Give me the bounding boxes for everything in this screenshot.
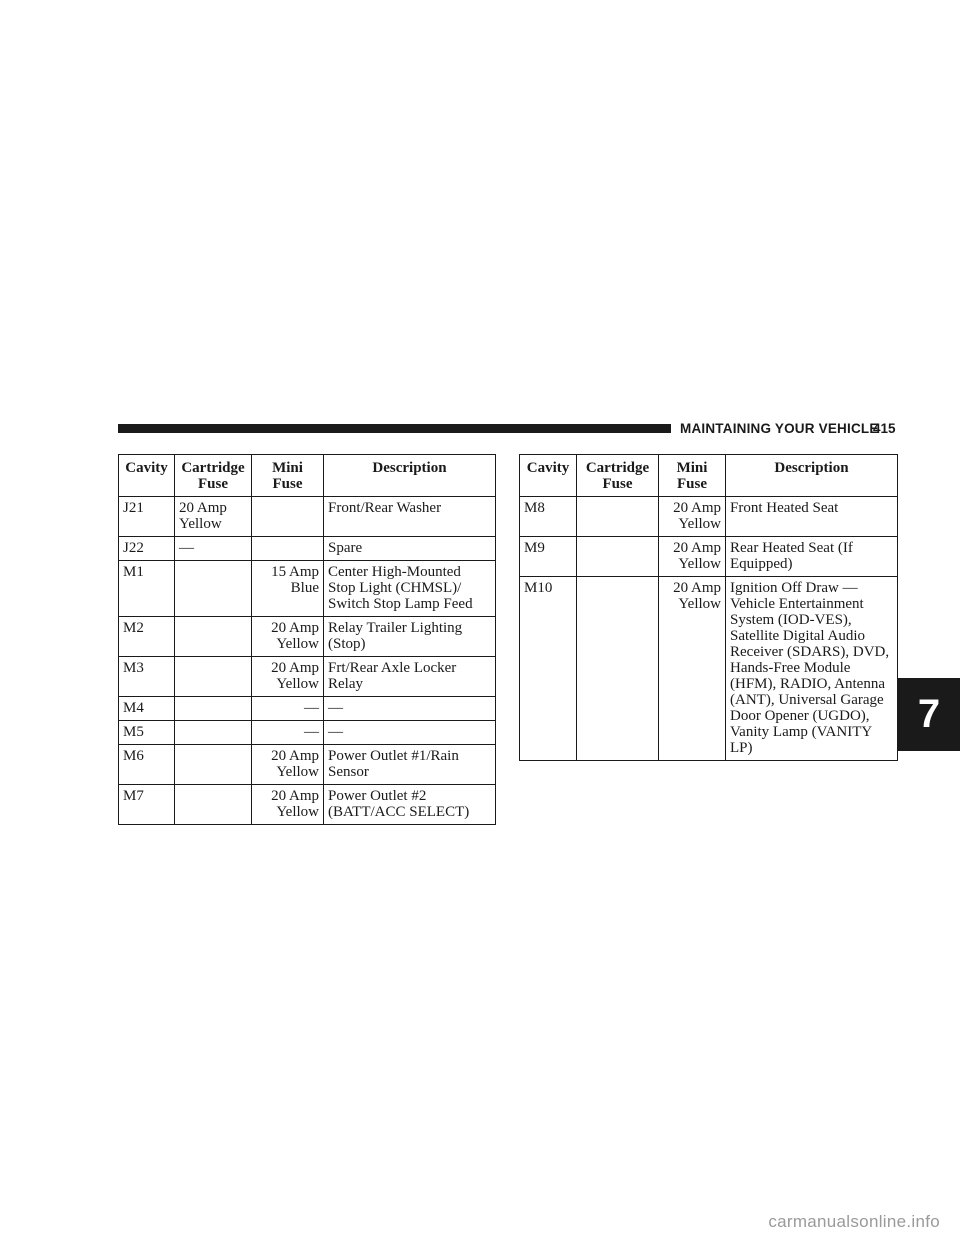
section-title: MAINTAINING YOUR VEHICLE bbox=[680, 421, 879, 436]
cell-cartridge-fuse bbox=[576, 576, 659, 761]
column-header-cartridge-fuse: Cartridge Fuse bbox=[174, 454, 252, 497]
page-number: 415 bbox=[873, 421, 896, 436]
cell-cartridge-fuse: 20 Amp Yellow bbox=[174, 496, 252, 537]
cell-cavity: J21 bbox=[118, 496, 175, 537]
cell-description: Front Heated Seat bbox=[725, 496, 898, 537]
cell-description: Relay Trailer Lighting (Stop) bbox=[323, 616, 496, 657]
table-header-row: Cavity Cartridge Fuse Mini Fuse Descript… bbox=[118, 454, 496, 497]
cell-cavity: M6 bbox=[118, 744, 175, 785]
cell-cartridge-fuse bbox=[174, 656, 252, 697]
cell-mini-fuse: — bbox=[251, 720, 324, 745]
cell-cavity: M9 bbox=[519, 536, 577, 577]
cell-description: Spare bbox=[323, 536, 496, 561]
cell-cavity: M4 bbox=[118, 696, 175, 721]
table-row: J22— Spare bbox=[118, 536, 496, 561]
column-header-cartridge-fuse: Cartridge Fuse bbox=[576, 454, 659, 497]
fuse-table-right: Cavity Cartridge Fuse Mini Fuse Descript… bbox=[519, 454, 898, 761]
cell-mini-fuse: 20 Amp Yellow bbox=[658, 576, 726, 761]
column-header-cavity: Cavity bbox=[519, 454, 577, 497]
cell-description: Frt/Rear Axle Locker Relay bbox=[323, 656, 496, 697]
chapter-tab: 7 bbox=[898, 678, 960, 751]
cell-cavity: M2 bbox=[118, 616, 175, 657]
cell-description: Power Outlet #2 (BATT/ACC SELECT) bbox=[323, 784, 496, 825]
table-header-row: Cavity Cartridge Fuse Mini Fuse Descript… bbox=[519, 454, 898, 497]
column-header-mini-fuse: Mini Fuse bbox=[658, 454, 726, 497]
cell-mini-fuse: — bbox=[251, 696, 324, 721]
cell-description: Center High-Mounted Stop Light (CHMSL)/ … bbox=[323, 560, 496, 617]
cell-mini-fuse: 20 Amp Yellow bbox=[251, 656, 324, 697]
table-row: M4 —— bbox=[118, 696, 496, 721]
cell-mini-fuse bbox=[251, 536, 324, 561]
cell-description: Ignition Off Draw — Vehicle Entertainmen… bbox=[725, 576, 898, 761]
cell-description: Front/Rear Washer bbox=[323, 496, 496, 537]
cell-mini-fuse: 20 Amp Yellow bbox=[658, 536, 726, 577]
cell-mini-fuse bbox=[251, 496, 324, 537]
cell-cavity: M5 bbox=[118, 720, 175, 745]
table-row: M5 —— bbox=[118, 720, 496, 745]
cell-cavity: J22 bbox=[118, 536, 175, 561]
cell-description: — bbox=[323, 696, 496, 721]
cell-cavity: M8 bbox=[519, 496, 577, 537]
cell-cavity: M7 bbox=[118, 784, 175, 825]
cell-cartridge-fuse bbox=[174, 616, 252, 657]
column-header-cavity: Cavity bbox=[118, 454, 175, 497]
cell-mini-fuse: 20 Amp Yellow bbox=[251, 744, 324, 785]
column-header-mini-fuse: Mini Fuse bbox=[251, 454, 324, 497]
cell-cartridge-fuse bbox=[174, 784, 252, 825]
header-rule bbox=[118, 424, 671, 433]
cell-cavity: M3 bbox=[118, 656, 175, 697]
cell-description: Rear Heated Seat (If Equipped) bbox=[725, 536, 898, 577]
cell-cartridge-fuse bbox=[174, 560, 252, 617]
fuse-table-left: Cavity Cartridge Fuse Mini Fuse Descript… bbox=[118, 454, 496, 825]
cell-cartridge-fuse bbox=[576, 496, 659, 537]
cell-cavity: M10 bbox=[519, 576, 577, 761]
cell-description: — bbox=[323, 720, 496, 745]
cell-mini-fuse: 20 Amp Yellow bbox=[251, 784, 324, 825]
cell-mini-fuse: 20 Amp Yellow bbox=[251, 616, 324, 657]
cell-cartridge-fuse bbox=[576, 536, 659, 577]
cell-mini-fuse: 20 Amp Yellow bbox=[658, 496, 726, 537]
cell-cartridge-fuse bbox=[174, 696, 252, 721]
cell-cartridge-fuse bbox=[174, 720, 252, 745]
column-header-description: Description bbox=[725, 454, 898, 497]
cell-mini-fuse: 15 Amp Blue bbox=[251, 560, 324, 617]
cell-description: Power Outlet #1/Rain Sensor bbox=[323, 744, 496, 785]
watermark-text: carmanualsonline.info bbox=[768, 1212, 940, 1231]
cell-cartridge-fuse bbox=[174, 744, 252, 785]
cell-cartridge-fuse: — bbox=[174, 536, 252, 561]
column-header-description: Description bbox=[323, 454, 496, 497]
cell-cavity: M1 bbox=[118, 560, 175, 617]
